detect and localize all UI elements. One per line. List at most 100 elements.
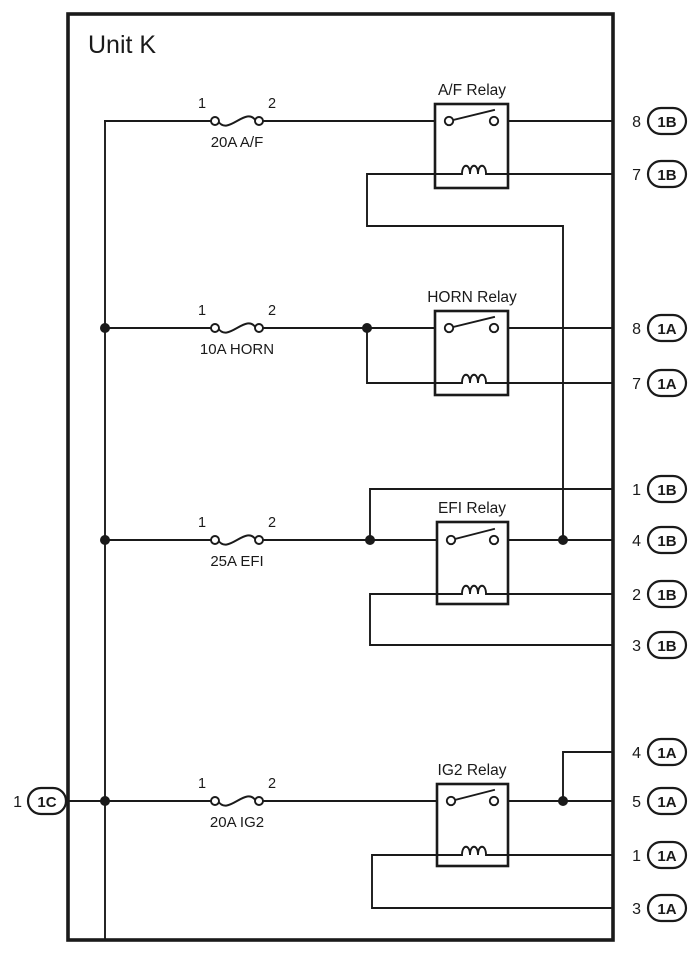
- terminal-3-1b-code: 1B: [657, 638, 676, 655]
- terminal-4-1b-number: 4: [632, 533, 641, 550]
- terminal-1-1c: 1 1C: [13, 786, 68, 816]
- terminal-3-1b-ring: [646, 630, 688, 660]
- page-title: Unit K: [88, 31, 156, 59]
- terminal-8-1a-ring: [646, 313, 688, 343]
- relay-efi-contact-out: [488, 534, 500, 546]
- relay-af-body: [433, 102, 510, 190]
- fuse-ig2-pin-left: 1: [198, 776, 206, 792]
- fuse-af-pin-right: 2: [268, 96, 276, 112]
- unit-enclosure-box: [66, 12, 615, 942]
- fuse-ig2-label: 20A IG2: [210, 814, 264, 831]
- terminal-2-1b: 2 1B: [632, 579, 688, 609]
- wire-ig2-to-terminal-4-1a: [562, 751, 614, 802]
- terminal-4-1a-ring: [646, 737, 688, 767]
- terminal-1-1b-ring: [646, 474, 688, 504]
- terminal-7-1a: 7 1A: [632, 368, 688, 398]
- relay-horn-contact-in: [443, 322, 455, 334]
- junction-efi-feed: [365, 535, 375, 545]
- terminal-4-1b: 4 1B: [632, 525, 688, 555]
- terminal-7-1b-ring: [646, 159, 688, 189]
- fuse-horn-pin-left: 1: [198, 303, 206, 319]
- terminal-1-1c-number: 1: [13, 794, 22, 811]
- terminal-3-1a-number: 3: [632, 901, 641, 918]
- fuse-horn-terminal-1: [210, 323, 220, 333]
- fuse-af-terminal-1: [210, 116, 220, 126]
- fuse-horn-label: 10A HORN: [200, 341, 274, 358]
- fuse-efi-pin-right: 2: [268, 515, 276, 531]
- junction-bus-ig2: [100, 796, 110, 806]
- terminal-3-1a-ring: [646, 893, 688, 923]
- wire-efi-to-terminal-1-1b: [369, 488, 614, 541]
- terminal-8-1b-code: 1B: [657, 114, 676, 131]
- terminal-7-1a-code: 1A: [657, 376, 676, 393]
- terminal-2-1b-number: 2: [632, 587, 641, 604]
- terminal-3-1b: 3 1B: [632, 630, 688, 660]
- fuse-af-pin-left: 1: [198, 96, 206, 112]
- terminal-7-1a-ring: [646, 368, 688, 398]
- terminal-7-1a-number: 7: [632, 376, 641, 393]
- relay-efi-coil-winding: [436, 584, 509, 595]
- terminal-8-1b-number: 8: [632, 114, 641, 131]
- terminal-1-1a-code: 1A: [657, 848, 676, 865]
- wire-relay-ig2-coil-feed: [371, 854, 614, 909]
- relay-af-coil: [434, 164, 509, 175]
- terminal-4-1b-ring: [646, 525, 688, 555]
- terminal-3-1b-number: 3: [632, 638, 641, 655]
- terminal-4-1a: 4 1A: [632, 737, 688, 767]
- terminal-1-1b: 1 1B: [632, 474, 688, 504]
- fuse-efi-labels: 1 2 25A EFI: [198, 515, 276, 570]
- terminal-7-1b-number: 7: [632, 167, 641, 184]
- fuse-horn: [210, 322, 264, 334]
- relay-ig2-contact-out: [488, 795, 500, 807]
- relay-horn-switch: [443, 315, 500, 334]
- fuse-efi-terminal-1: [210, 535, 220, 545]
- relay-ig2-coil: [436, 845, 509, 856]
- fuse-efi-element: [216, 534, 258, 546]
- relay-ig2-switch-blade: [449, 788, 496, 803]
- terminal-5-1a-ring: [646, 786, 688, 816]
- terminal-1-1c-ring: [26, 786, 68, 816]
- fuse-af: [210, 115, 264, 127]
- terminal-1-1b-number: 1: [632, 482, 641, 499]
- fuse-ig2: [210, 795, 264, 807]
- terminal-8-1b: 8 1B: [632, 106, 688, 136]
- fuse-horn-pin-right: 2: [268, 303, 276, 319]
- junction-horn-feed: [362, 323, 372, 333]
- junction-bus-horn: [100, 323, 110, 333]
- fuse-efi-label: 25A EFI: [210, 553, 263, 570]
- relay-af-contact-in: [443, 115, 455, 127]
- fuse-af-element: [216, 115, 258, 127]
- wire-relay-efi-coil-feed: [369, 593, 614, 646]
- fuse-af-label: 20A A/F: [211, 134, 264, 151]
- fuse-af-terminal-2: [254, 116, 264, 126]
- terminal-1-1b-code: 1B: [657, 482, 676, 499]
- relay-af-switch: [443, 108, 500, 127]
- terminal-2-1b-code: 1B: [657, 587, 676, 604]
- fuse-efi-pin-left: 1: [198, 515, 206, 531]
- terminal-1-1a-number: 1: [632, 848, 641, 865]
- wire-relay-horn-coil-feed: [366, 327, 436, 384]
- terminal-5-1a: 5 1A: [632, 786, 688, 816]
- terminal-8-1a-number: 8: [632, 321, 641, 338]
- fuse-efi: [210, 534, 264, 546]
- fuse-ig2-labels: 1 2 20A IG2: [198, 776, 276, 831]
- terminal-3-1a-code: 1A: [657, 901, 676, 918]
- relay-efi-switch: [445, 527, 500, 546]
- junction-bus-efi: [100, 535, 110, 545]
- fuse-horn-element: [216, 322, 258, 334]
- relay-ig2-switch: [445, 788, 500, 807]
- terminal-1-1c-code: 1C: [37, 794, 56, 811]
- terminal-7-1b: 7 1B: [632, 159, 688, 189]
- relay-horn-label: HORN Relay: [427, 289, 517, 306]
- relay-efi-label: EFI Relay: [438, 500, 506, 517]
- fuse-ig2-pin-right: 2: [268, 776, 276, 792]
- relay-efi-contact-in: [445, 534, 457, 546]
- terminal-1-1a: 1 1A: [632, 840, 688, 870]
- terminal-8-1a-code: 1A: [657, 321, 676, 338]
- fuse-horn-labels: 1 2 10A HORN: [198, 303, 276, 358]
- relay-horn-coil-winding: [434, 373, 509, 384]
- terminal-5-1a-number: 5: [632, 794, 641, 811]
- terminal-4-1a-code: 1A: [657, 745, 676, 762]
- fuse-af-labels: 1 2 20A A/F: [198, 96, 276, 151]
